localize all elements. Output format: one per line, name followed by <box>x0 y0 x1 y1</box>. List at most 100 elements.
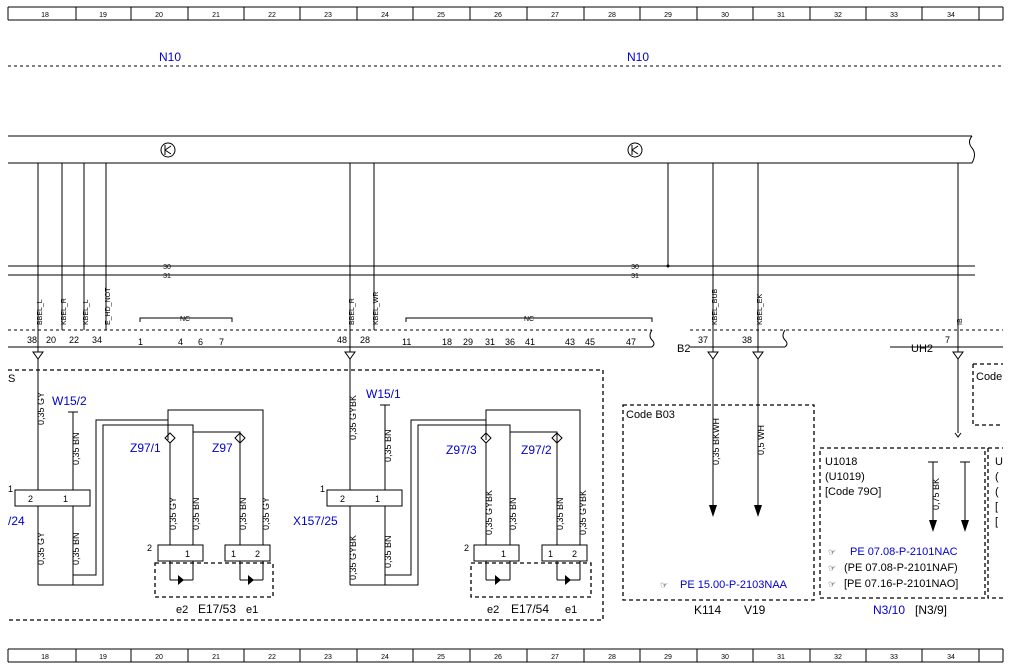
bottom-grid-ruler: 18 19 20 21 22 23 24 25 26 27 28 29 30 3… <box>7 648 1004 663</box>
grid-bottom-34: 34 <box>947 654 955 661</box>
wire-gybk-a: 0,35 GYBK <box>348 395 358 440</box>
n10-box-break <box>969 135 975 164</box>
signal-e-hd-not: E_HD_NOT <box>105 287 112 325</box>
code-b03-box: Code B03 0,35 BKWH 0,5 WH ☞ PE 15.00-P-2… <box>622 359 815 617</box>
pin-38b: 38 <box>742 335 752 345</box>
grid-bottom-21: 21 <box>212 654 220 661</box>
wire-gy-d: 0,35 GY <box>261 497 271 530</box>
pin-22: 22 <box>69 335 79 345</box>
wire-wh: 0,5 WH <box>756 425 766 455</box>
signal-kbel-ek: KBEL_EK <box>757 294 764 325</box>
ref-pe-15[interactable]: PE 15.00-P-2103NAA <box>680 579 788 591</box>
n10-label-right: N10 <box>627 50 649 64</box>
pin-28: 28 <box>360 335 370 345</box>
n3-10-label: N3/10 <box>873 603 905 617</box>
mid-conn-pin-1b: 1 <box>375 494 380 504</box>
arrow-down-icon <box>754 505 762 517</box>
bus-30-label-right: 30 <box>631 264 639 271</box>
pin-34: 34 <box>92 335 102 345</box>
wire-bn-c: 0,35 BN <box>191 497 201 530</box>
ref-pe-07-nac[interactable]: PE 07.08-P-2101NAC <box>850 546 958 558</box>
group-e17-54: 0,35 GYBK W15/1 0,35 BN 1 2 1 X157/25 0,… <box>293 359 592 616</box>
wire-gy-c: 0,35 GY <box>168 497 178 530</box>
signal-kbel-r: KBEL_R <box>61 298 68 325</box>
pin-20: 20 <box>46 335 56 345</box>
e17-53-label: E17/53 <box>198 602 236 616</box>
lamp-housing <box>154 562 274 598</box>
code-clip-label: Code <box>976 371 1002 383</box>
e17-54-pin-2: 2 <box>464 543 469 553</box>
wire-gy-a: 0,35 GY <box>36 392 46 425</box>
z97-2-label: Z97/2 <box>521 443 552 457</box>
pin-7b: 7 <box>945 335 950 345</box>
e17-pin-1b: 1 <box>231 549 236 559</box>
ref-pe-07-naf[interactable]: (PE 07.08-P-2101NAF) <box>844 562 958 574</box>
u1018-label: U1018 <box>825 456 857 468</box>
grid-top-30: 30 <box>721 12 729 19</box>
grid-bottom-25: 25 <box>437 654 445 661</box>
w15-1-label: W15/1 <box>366 387 401 401</box>
e17-54-label: E17/54 <box>511 602 549 616</box>
edge-paren-1: ( <box>995 471 999 483</box>
pin-41: 41 <box>525 337 535 347</box>
group-e17-53: S 0,35 GY W15/2 0,35 BN 1 2 1 /24 0,35 G… <box>8 359 604 621</box>
pin-7: 7 <box>219 337 224 347</box>
grid-bottom-22: 22 <box>268 654 276 661</box>
e17-pin-1: 1 <box>185 549 190 559</box>
conn-pin-1: 1 <box>8 484 13 494</box>
pin-48: 48 <box>337 335 347 345</box>
grid-top-22: 22 <box>268 12 276 19</box>
signal-bbel-l: BBEL_L <box>37 299 44 325</box>
pin-38: 38 <box>27 335 37 345</box>
z97-3-label: Z97/3 <box>446 443 477 457</box>
conn-pin-2: 2 <box>28 494 33 504</box>
wire-bn-d: 0,35 BN <box>238 497 248 530</box>
nc-label-left: NC <box>180 316 190 323</box>
signal-bbel-r: BBEL_R <box>349 298 356 325</box>
wire-bkwh: 0,35 BKWH <box>711 418 721 465</box>
e17-54-pin-2b: 2 <box>572 549 577 559</box>
bus-30-label: 30 <box>163 264 171 271</box>
signal-kbel-bub: KBEL_BUB <box>712 288 719 325</box>
grid-bottom-31: 31 <box>777 654 785 661</box>
reference-hand-icon: ☞ <box>828 547 836 557</box>
grid-bottom-30: 30 <box>721 654 729 661</box>
mid-conn-pin-1: 1 <box>320 484 325 494</box>
pin-uh2: UH2 <box>911 343 933 355</box>
led-icon <box>485 561 581 585</box>
bus-31-label: 31 <box>163 273 171 280</box>
top-grid-ruler: 18 19 20 21 22 23 24 25 26 27 28 29 30 3… <box>7 6 1004 21</box>
wire-bn-b-mid: 0,35 BN <box>383 535 393 568</box>
grid-top-25: 25 <box>437 12 445 19</box>
pin-31: 31 <box>485 337 495 347</box>
pin-45: 45 <box>585 337 595 347</box>
arrow-down-icon <box>929 520 937 532</box>
pin-arrow-icon <box>32 351 964 360</box>
k114-label: K114 <box>694 603 721 617</box>
grid-bottom-29: 29 <box>664 654 672 661</box>
wire-bn-d-mid: 0,35 BN <box>555 497 565 530</box>
grid-top-31: 31 <box>777 12 785 19</box>
v19-label: V19 <box>744 603 766 617</box>
pin-47: 47 <box>626 337 636 347</box>
connector-block <box>14 489 91 507</box>
pin-1: 1 <box>138 337 143 347</box>
grid-top-21: 21 <box>212 12 220 19</box>
transistor-icon <box>160 142 176 158</box>
pin-18: 18 <box>442 337 452 347</box>
ref-pe-07-nao[interactable]: [PE 07.16-P-2101NAO] <box>844 578 958 590</box>
reference-hand-icon: ☞ <box>660 580 668 590</box>
grid-top-20: 20 <box>155 12 163 19</box>
splice-icon <box>480 432 563 444</box>
grid-bottom-28: 28 <box>608 654 616 661</box>
u1019-label: (U1019) <box>825 471 865 483</box>
e17-53-e1: e1 <box>246 604 258 616</box>
wire-bk: 0,75 BK <box>931 478 941 510</box>
edge-bracket-1: [ <box>995 501 998 513</box>
grid-bottom-24: 24 <box>381 654 389 661</box>
e17-54-e1: e1 <box>565 604 577 616</box>
z97-label: Z97 <box>212 441 233 455</box>
reference-hand-icon: ☞ <box>828 563 836 573</box>
